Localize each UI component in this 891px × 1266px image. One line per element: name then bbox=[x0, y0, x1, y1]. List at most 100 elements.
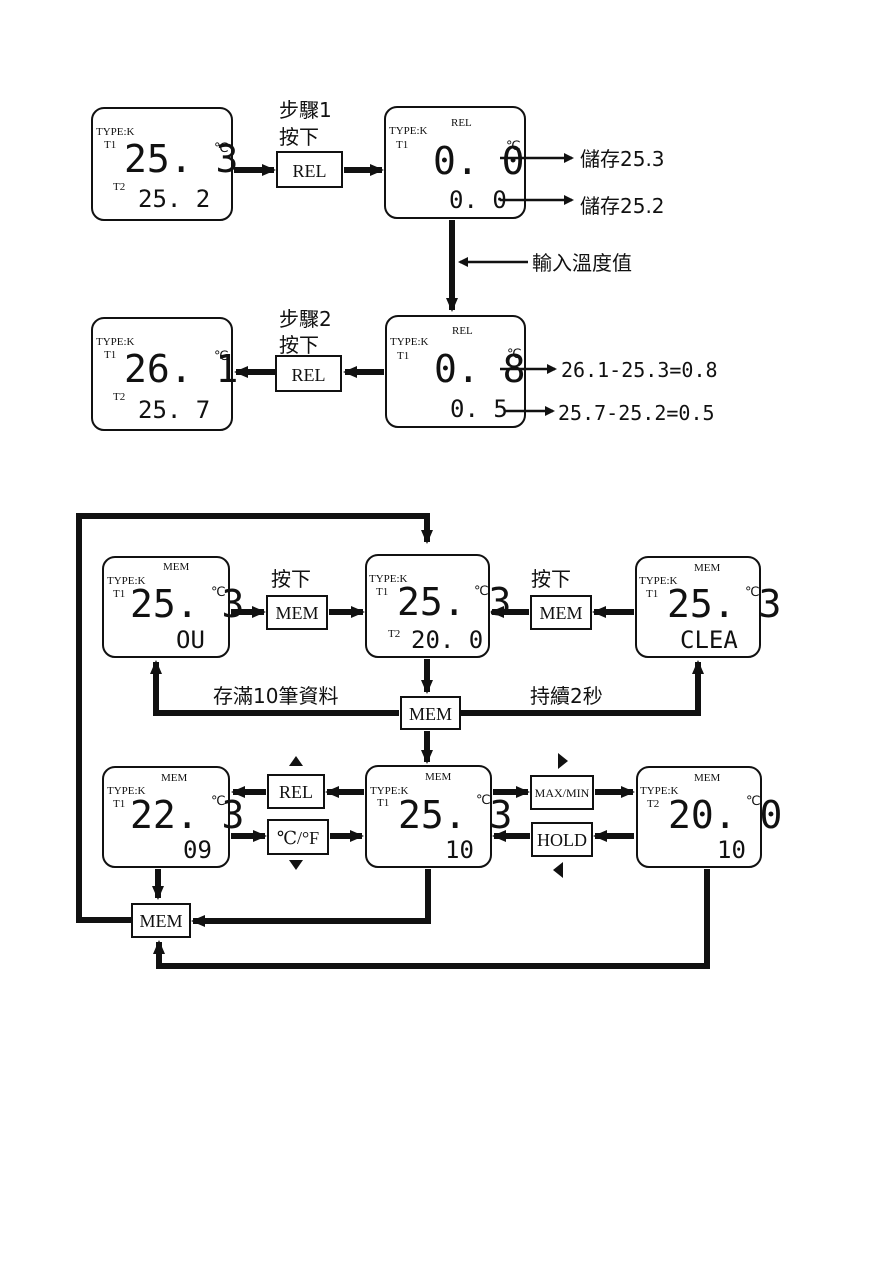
rel-button-label: REL bbox=[279, 782, 313, 802]
step1-label: 步驟1 bbox=[279, 98, 332, 122]
lcd-display-final: TYPE:K T1 26. 1 ℃ T2 25. 7 bbox=[91, 317, 238, 431]
type-label: TYPE:K bbox=[390, 336, 429, 348]
left-triangle-icon bbox=[553, 862, 563, 878]
unit-celsius: ℃ bbox=[746, 794, 761, 809]
press-right-label: 按下 bbox=[531, 567, 571, 591]
arrow bbox=[153, 869, 710, 969]
lcd-display-rel-diff: REL TYPE:K T1 0. 8 ℃ 0. 5 bbox=[385, 315, 526, 428]
max-min-button[interactable]: MAX/MIN bbox=[530, 775, 594, 810]
up-triangle-icon bbox=[289, 756, 303, 766]
loop-line bbox=[76, 513, 433, 923]
mode-indicator: MEM bbox=[161, 772, 188, 784]
hold-button[interactable]: HOLD bbox=[531, 822, 593, 857]
unit-toggle-label: ℃/°F bbox=[277, 828, 319, 848]
sub-reading: 25. 7 bbox=[138, 396, 210, 424]
mode-indicator: REL bbox=[452, 325, 473, 337]
sub-reading: 09 bbox=[183, 836, 212, 864]
sub-reading: 10 bbox=[717, 836, 746, 864]
type-label: TYPE:K bbox=[96, 126, 135, 138]
hold-two-seconds-note: 持續2秒 bbox=[530, 684, 603, 708]
arrow bbox=[191, 869, 431, 927]
rel-button-navigate[interactable]: REL bbox=[267, 774, 325, 809]
mem-button-right[interactable]: MEM bbox=[530, 595, 592, 630]
rel-button-label: REL bbox=[293, 161, 327, 181]
input-temperature-note: 輸入溫度值 bbox=[532, 251, 632, 275]
max-min-button-label: MAX/MIN bbox=[535, 786, 590, 800]
t1-label: T1 bbox=[113, 588, 125, 600]
t1-label: T1 bbox=[377, 797, 389, 809]
unit-celsius: ℃ bbox=[507, 347, 522, 362]
unit-celsius: ℃ bbox=[745, 585, 760, 600]
main-reading: 25. 3 bbox=[397, 580, 511, 624]
lcd-display-recall-10: MEM TYPE:K T1 25. 3 ℃ 10 bbox=[365, 765, 512, 868]
t2-label: T2 bbox=[388, 628, 400, 640]
unit-celsius: ℃ bbox=[476, 793, 491, 808]
step1-press-label: 按下 bbox=[279, 125, 319, 149]
mem-button-label: MEM bbox=[275, 603, 318, 623]
mem-button-left[interactable]: MEM bbox=[266, 595, 328, 630]
lcd-display-rel-zero: REL TYPE:K T1 0. 0 ℃ 0. 0 bbox=[384, 106, 526, 219]
type-label: TYPE:K bbox=[107, 785, 146, 797]
type-label: TYPE:K bbox=[640, 785, 679, 797]
unit-celsius: ℃ bbox=[214, 141, 229, 156]
down-triangle-icon bbox=[289, 860, 303, 870]
store-t2-note: 儲存25.2 bbox=[580, 194, 665, 218]
lcd-display-clear: MEM TYPE:K T1 25. 3 ℃ CLEA bbox=[635, 556, 781, 658]
hold-button-label: HOLD bbox=[537, 830, 587, 850]
sub-reading: CLEA bbox=[680, 626, 738, 654]
t1-label: T1 bbox=[104, 349, 116, 361]
main-reading: 25. 3 bbox=[124, 137, 238, 181]
memory-full-note: 存滿10筆資料 bbox=[213, 684, 338, 708]
t2-label: T2 bbox=[647, 798, 659, 810]
mem-button-label: MEM bbox=[409, 704, 452, 724]
lcd-display-initial: TYPE:K T1 25. 3 ℃ T2 25. 2 bbox=[91, 107, 238, 221]
type-label: TYPE:K bbox=[370, 785, 409, 797]
press-left-label: 按下 bbox=[271, 567, 311, 591]
unit-celsius: ℃ bbox=[506, 139, 521, 154]
mem-button-label: MEM bbox=[139, 911, 182, 931]
unit-celsius: ℃ bbox=[214, 349, 229, 364]
mode-indicator: MEM bbox=[694, 772, 721, 784]
type-label: TYPE:K bbox=[96, 336, 135, 348]
unit-celsius: ℃ bbox=[474, 584, 489, 599]
arrow bbox=[461, 660, 704, 716]
mem-button-label: MEM bbox=[539, 603, 582, 623]
mem-button-bottom[interactable]: MEM bbox=[131, 903, 191, 938]
unit-celsius: ℃ bbox=[211, 585, 226, 600]
main-reading: 20. 0 bbox=[668, 793, 782, 837]
main-reading: 0. 0 bbox=[433, 139, 525, 183]
rel-button-step1[interactable]: REL bbox=[276, 151, 343, 188]
sub-reading: 10 bbox=[445, 836, 474, 864]
t1-label: T1 bbox=[376, 586, 388, 598]
right-triangle-icon bbox=[558, 753, 568, 769]
type-label: TYPE:K bbox=[389, 125, 428, 137]
rel-button-step2[interactable]: REL bbox=[275, 355, 342, 392]
type-label: TYPE:K bbox=[639, 575, 678, 587]
rel-button-label: REL bbox=[292, 365, 326, 385]
mem-button-center[interactable]: MEM bbox=[400, 696, 461, 730]
sub-reading: 0. 5 bbox=[450, 395, 508, 423]
t1-label: T1 bbox=[113, 798, 125, 810]
mode-indicator: MEM bbox=[163, 561, 190, 573]
sub-reading: 0. 0 bbox=[449, 186, 507, 214]
main-reading: 26. 1 bbox=[124, 347, 238, 391]
main-reading: 25. 3 bbox=[398, 793, 512, 837]
sub-reading: OU bbox=[176, 626, 205, 654]
mode-indicator: REL bbox=[451, 117, 472, 129]
unit-toggle-button[interactable]: ℃/°F bbox=[267, 819, 329, 855]
lcd-display-normal: TYPE:K T1 25. 3 ℃ T2 20. 0 bbox=[365, 554, 511, 658]
main-reading: 25. 3 bbox=[130, 582, 244, 626]
mode-indicator: MEM bbox=[694, 562, 721, 574]
mode-indicator: MEM bbox=[425, 771, 452, 783]
step2-label: 步驟2 bbox=[279, 307, 332, 331]
type-label: TYPE:K bbox=[107, 575, 146, 587]
type-label: TYPE:K bbox=[369, 573, 408, 585]
calc-t2-note: 25.7-25.2=0.5 bbox=[558, 401, 715, 425]
lcd-display-memory-full: MEM TYPE:K T1 25. 3 ℃ OU bbox=[102, 556, 244, 658]
store-t1-note: 儲存25.3 bbox=[580, 147, 665, 171]
lcd-display-recall-09: MEM TYPE:K T1 22. 3 ℃ 09 bbox=[102, 766, 244, 868]
t1-label: T1 bbox=[397, 350, 409, 362]
t2-label: T2 bbox=[113, 391, 125, 403]
t1-label: T1 bbox=[396, 139, 408, 151]
